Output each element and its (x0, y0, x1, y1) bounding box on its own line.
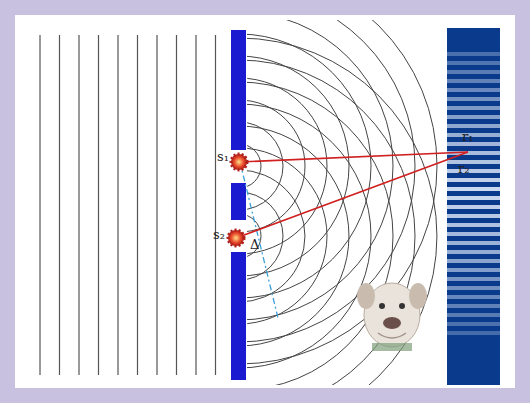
bright-fringe (447, 250, 500, 254)
bright-fringe (447, 322, 500, 326)
ray-label: r₁ (462, 130, 473, 143)
wavefront-arc (247, 38, 437, 385)
bright-fringe (447, 70, 500, 74)
fringe-stripes (447, 52, 500, 335)
wavefront-arc (247, 104, 371, 368)
screen (447, 28, 500, 385)
bright-fringe (447, 277, 500, 281)
bright-fringe (447, 88, 500, 92)
bright-fringe (447, 115, 500, 119)
bright-fringe (447, 79, 500, 83)
bright-fringe (447, 214, 500, 218)
wavefront-line (176, 35, 177, 375)
plane-wavefronts (40, 35, 216, 375)
bright-fringe (447, 286, 500, 290)
bright-fringe (447, 106, 500, 110)
bright-fringe (447, 304, 500, 308)
path-difference-label: Δ (250, 238, 259, 251)
circular-wavefronts (247, 20, 437, 385)
bright-fringe (447, 196, 500, 200)
wavefront-line (137, 35, 138, 375)
bright-fringe (447, 97, 500, 101)
bright-fringe (447, 160, 500, 164)
ray-r1 (240, 152, 468, 162)
wavefront-line (59, 35, 60, 375)
wavefront-line (39, 35, 40, 375)
ray-label: r₂ (458, 162, 469, 175)
bright-fringe (447, 142, 500, 146)
bright-fringe (447, 133, 500, 137)
wavefront-line (195, 35, 196, 375)
dog-face (357, 283, 427, 351)
wavefront-line (78, 35, 79, 375)
wavefront-line (117, 35, 118, 375)
bright-fringe (447, 295, 500, 299)
bright-fringe (447, 268, 500, 272)
source-star (228, 154, 247, 246)
bright-fringe (447, 124, 500, 128)
wavefront-arc (247, 148, 327, 324)
source-label: s₁ (217, 150, 229, 163)
slit-barrier (231, 30, 246, 380)
bright-fringe (447, 259, 500, 263)
wavefront-arc (247, 122, 283, 210)
bright-fringe (447, 61, 500, 65)
ray-r2 (236, 152, 468, 238)
wavefront-line (98, 35, 99, 375)
wavefront-line (215, 35, 216, 375)
bright-fringe (447, 187, 500, 191)
wavefront-arc (247, 82, 393, 385)
path-difference-line (240, 162, 278, 318)
bright-fringe (447, 52, 500, 56)
wavefront-arc (247, 170, 305, 302)
wavefront-line (156, 35, 157, 375)
bright-fringe (447, 205, 500, 209)
bright-fringe (447, 178, 500, 182)
bright-fringe (447, 223, 500, 227)
wavefront-arc (247, 56, 349, 276)
panel (15, 15, 515, 388)
bright-fringe (447, 313, 500, 317)
bright-fringe (447, 241, 500, 245)
bright-fringe (447, 331, 500, 335)
wavefront-arc (247, 20, 437, 364)
wavefront-arc (247, 20, 393, 320)
source-label: s₂ (213, 228, 225, 241)
bright-fringe (447, 232, 500, 236)
bright-fringe (447, 169, 500, 173)
